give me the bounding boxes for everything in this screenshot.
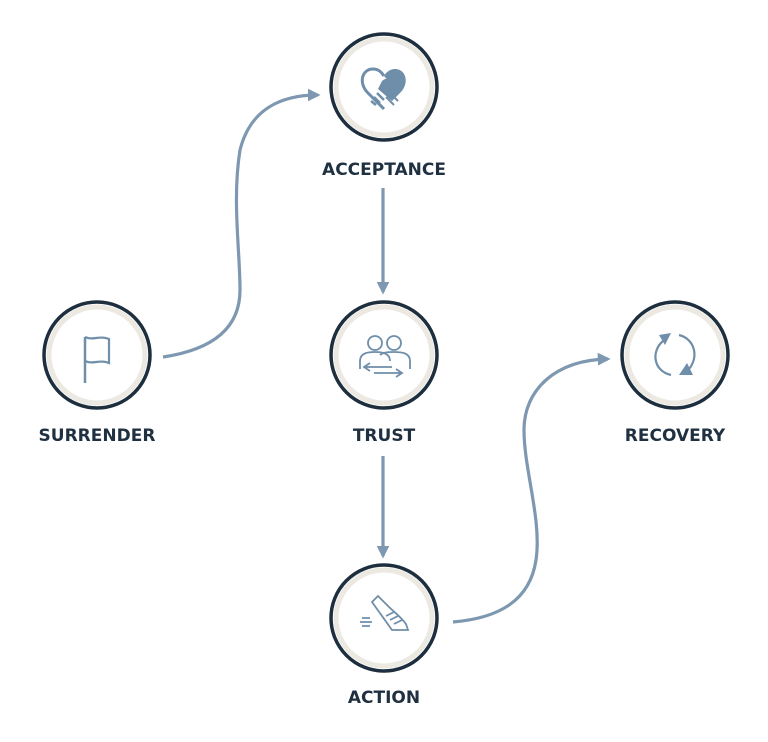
node-inner-ring — [46, 304, 148, 406]
node-trust[interactable] — [329, 300, 439, 410]
node-ring — [329, 300, 439, 410]
flag-icon — [83, 335, 111, 383]
node-inner-ring — [333, 36, 435, 138]
node-action[interactable] — [329, 563, 439, 673]
edge-surrender-acceptance — [162, 88, 321, 359]
running-shoe-icon — [360, 594, 410, 631]
node-inner-ring — [624, 304, 726, 406]
edge-action-recovery — [452, 352, 611, 624]
node-ring — [620, 300, 730, 410]
node-inner-ring — [333, 567, 435, 669]
node-ring — [42, 300, 152, 410]
node-inner-ring — [333, 304, 435, 406]
connectors — [162, 88, 611, 624]
node-surrender[interactable] — [42, 300, 152, 410]
node-recovery[interactable] — [620, 300, 730, 410]
heart-handshake-icon — [360, 67, 406, 111]
refresh-cycle-icon — [654, 333, 696, 377]
label-recovery: RECOVERY — [624, 426, 726, 446]
node-acceptance[interactable] — [329, 32, 439, 142]
label-acceptance: ACCEPTANCE — [322, 160, 446, 180]
label-trust: TRUST — [352, 426, 416, 446]
label-action: ACTION — [347, 688, 421, 708]
two-people-exchange-icon — [359, 335, 411, 378]
label-surrender: SURRENDER — [38, 426, 156, 446]
